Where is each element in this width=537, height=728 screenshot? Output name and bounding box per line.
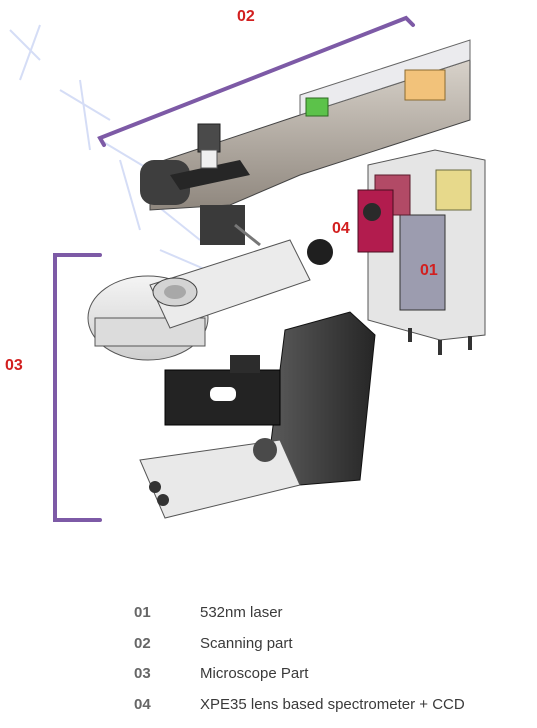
instrument-diagram: [9, 15, 486, 522]
legend-label: Scanning part: [200, 634, 293, 652]
watermark: [9, 24, 231, 281]
callout-04: 04: [332, 220, 350, 237]
legend-item: 02 Scanning part: [0, 635, 537, 666]
legend: 01 532nm laser 02 Scanning part 03 Micro…: [0, 604, 537, 726]
bracket-scanning-part: [97, 15, 415, 147]
callout-03: 03: [5, 357, 23, 374]
legend-item: 04 XPE35 lens based spectrometer + CCD: [0, 696, 537, 727]
legend-label: XPE35 lens based spectrometer + CCD: [200, 695, 465, 713]
legend-number: 04: [134, 695, 151, 713]
callout-02: 02: [237, 8, 255, 25]
microscope: [87, 239, 376, 519]
laser-unit: [367, 149, 486, 355]
legend-number: 03: [134, 665, 151, 682]
legend-number: 01: [134, 604, 151, 621]
spectrometer-unit: [357, 189, 394, 253]
legend-number: 02: [134, 634, 151, 652]
scanning-arm: [140, 39, 471, 247]
legend-item: 03 Microscope Part: [0, 665, 537, 696]
legend-item: 01 532nm laser: [0, 604, 537, 635]
bracket-microscope-part: [53, 253, 102, 522]
legend-label: Microscope Part: [200, 665, 309, 682]
callout-01: 01: [420, 262, 438, 279]
legend-label: 532nm laser: [200, 604, 283, 621]
